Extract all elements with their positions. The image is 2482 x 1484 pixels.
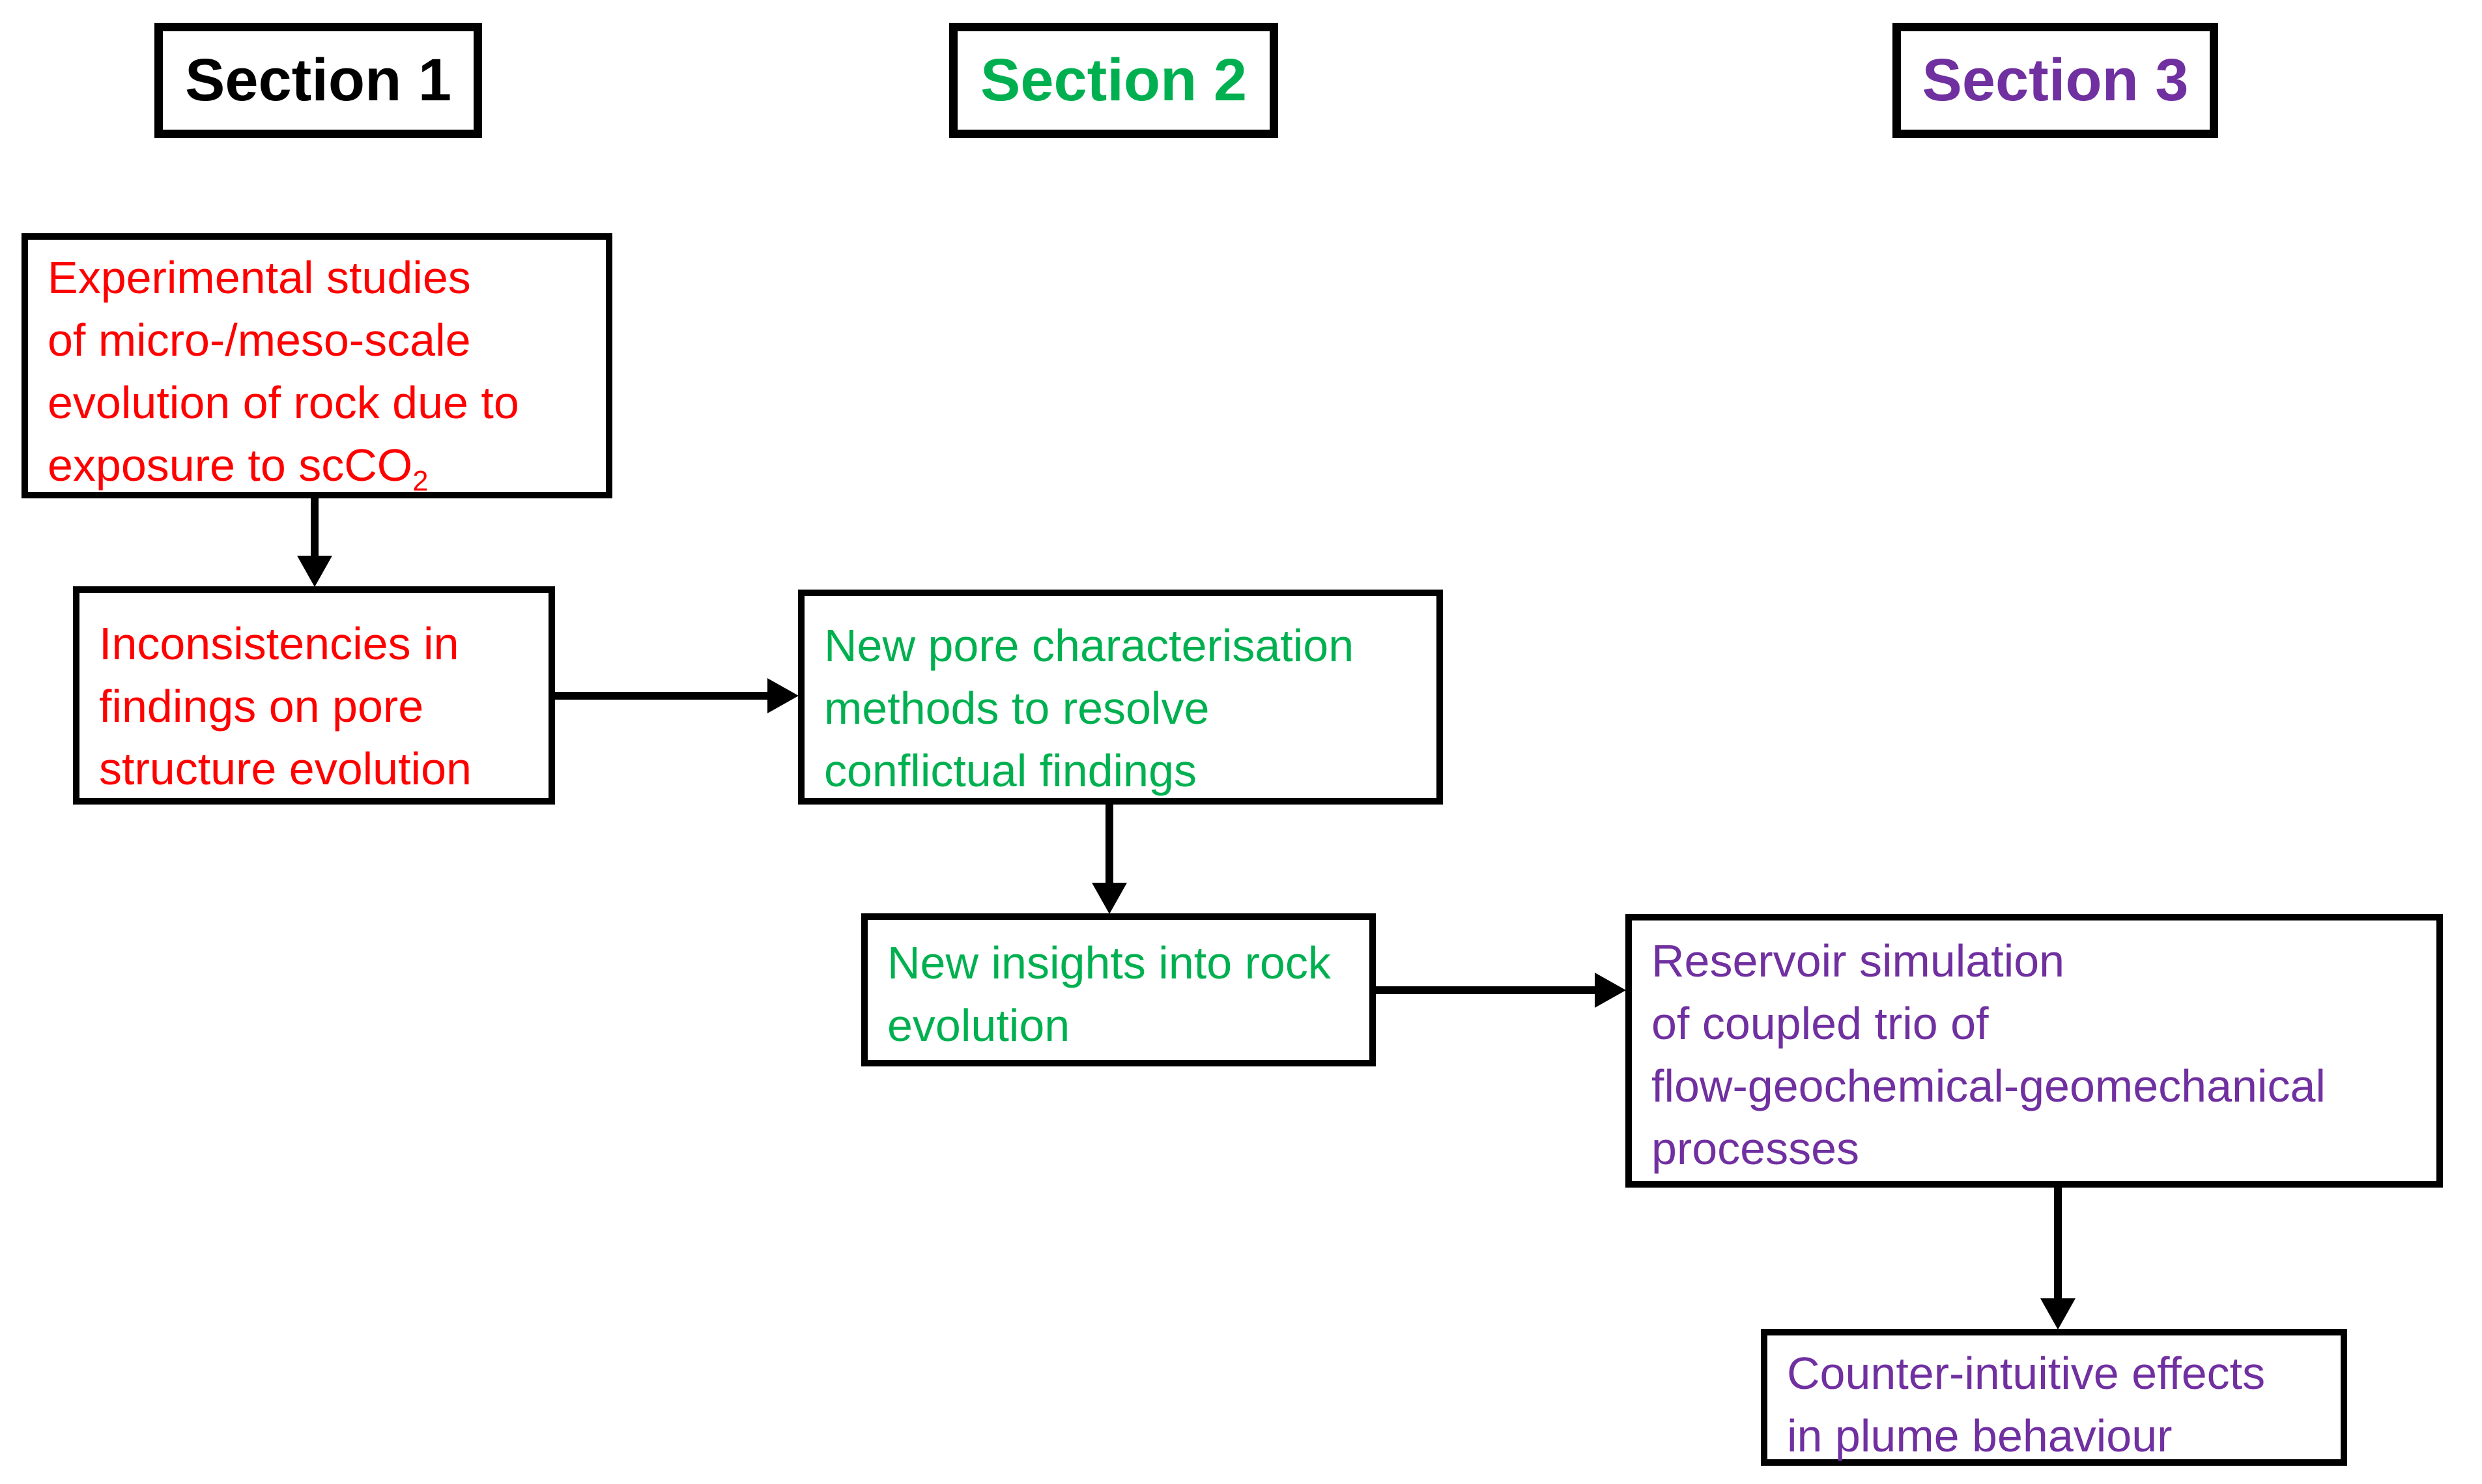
box-text-line: processes [1651,1123,1860,1174]
box-text-line: New insights into rock [887,937,1331,988]
box-text-line: structure evolution [99,743,472,794]
arrow-shaft [555,692,770,700]
box-text-line: methods to resolve [824,683,1210,734]
box-text-line: New pore characterisation [824,620,1354,671]
box-reservoir-simulation: Reservoir simulation of coupled trio of fl… [1625,914,2443,1188]
section-2-header: Section 2 [949,23,1278,138]
box-new-insights: New insights into rock evolution [861,913,1376,1066]
section-1-header: Section 1 [154,23,482,138]
box-text-line: conflictual findings [824,745,1197,796]
box-text-line: flow-geochemical-geomechanical [1651,1061,2326,1111]
section-3-header: Section 3 [1892,23,2218,138]
box-text-line: findings on pore [99,681,424,732]
box-new-pore-characterisation: New pore characterisation methods to reso… [798,590,1443,805]
arrow-right-head-icon [767,678,799,713]
box-text-line: evolution [887,1000,1070,1051]
box-text-line: of micro-/meso-scale [48,315,471,365]
box-text-line: evolution of rock due to [48,377,519,428]
box-text-line: Inconsistencies in [99,618,459,669]
arrow-right-head-icon [1595,973,1626,1008]
box-text-line: Counter-intuitive effects [1787,1348,2266,1399]
box-text-line: exposure to scCO2 [48,440,429,497]
arrow-shaft [2054,1186,2062,1300]
box-experimental-studies: Experimental studies of micro-/meso-scale… [21,233,612,498]
arrow-shaft [311,497,319,558]
arrow-down-head-icon [2040,1298,2075,1330]
box-counter-intuitive-effects: Counter-intuitive effects in plume behavi… [1761,1329,2347,1466]
section-3-label: Section 3 [1922,47,2189,113]
arrow-shaft [1376,986,1597,994]
section-1-label: Section 1 [184,47,451,113]
arrow-down-head-icon [297,556,332,587]
arrow-down-head-icon [1092,883,1127,914]
box-text-line: of coupled trio of [1651,998,1989,1049]
box-text-line: Reservoir simulation [1651,935,2065,986]
section-2-label: Section 2 [980,47,1247,113]
box-inconsistencies: Inconsistencies in findings on pore struct… [73,586,555,805]
arrow-shaft [1105,803,1113,884]
box-text-line: Experimental studies [48,252,471,303]
box-text-line: in plume behaviour [1787,1410,2173,1461]
